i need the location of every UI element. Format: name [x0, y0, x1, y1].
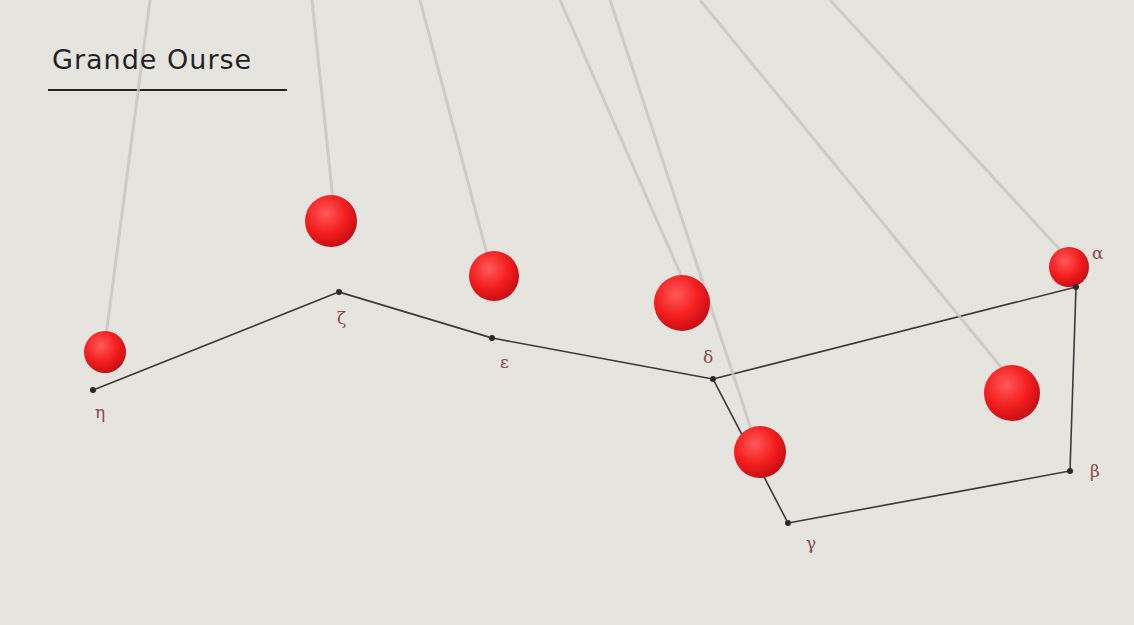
- diagram-title: Grande Ourse: [52, 44, 252, 75]
- star-dot: δ: [710, 376, 716, 382]
- constellation-line: [342, 293, 489, 337]
- star-dot: γ: [785, 520, 791, 526]
- constellation-line: [495, 339, 710, 379]
- red-ball: [1049, 247, 1089, 287]
- star-letter: η: [95, 404, 105, 421]
- string: [560, 0, 684, 282]
- red-ball: [469, 251, 519, 301]
- red-ball: [654, 275, 710, 331]
- star-dot: η: [90, 387, 96, 393]
- star-dot: ε: [489, 335, 495, 341]
- red-ball: [84, 331, 126, 373]
- star-dot: α: [1073, 284, 1079, 290]
- string: [700, 0, 1005, 372]
- string: [610, 0, 752, 432]
- string: [830, 0, 1062, 252]
- constellation-line: [716, 288, 1073, 379]
- constellation-line: [1070, 290, 1076, 468]
- red-ball: [305, 195, 357, 247]
- red-ball: [734, 426, 786, 478]
- title-underline: [48, 89, 287, 91]
- string: [312, 0, 333, 200]
- star-letter: α: [1092, 245, 1103, 262]
- star-dot: ζ: [336, 289, 342, 295]
- constellation-line: [791, 472, 1067, 523]
- constellation-line: [714, 382, 786, 521]
- star-letter: γ: [806, 535, 816, 552]
- star-dot: β: [1067, 468, 1073, 474]
- star-letter: ζ: [337, 310, 346, 327]
- red-balls: [84, 195, 1089, 478]
- string: [420, 0, 488, 258]
- red-ball: [984, 365, 1040, 421]
- star-letter: ε: [500, 354, 509, 371]
- constellation-line: [96, 293, 336, 389]
- star-letter: β: [1090, 463, 1100, 480]
- star-letter: δ: [703, 349, 713, 366]
